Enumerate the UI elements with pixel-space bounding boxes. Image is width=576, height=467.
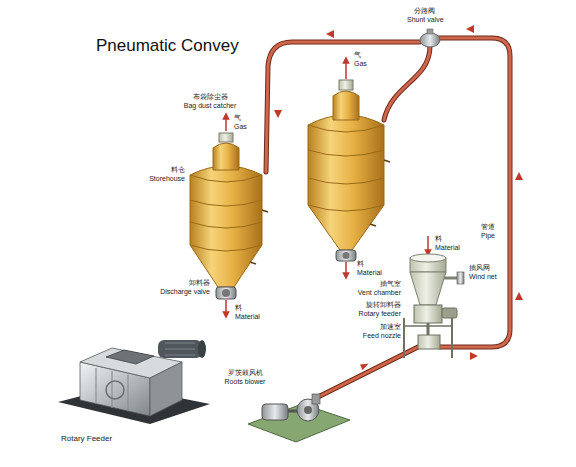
component-label: 卸料器 — [188, 278, 211, 287]
photo-caption: Rotary Feeder — [60, 434, 113, 444]
component-label: Storehouse — [148, 174, 186, 183]
component-label: 料 — [234, 303, 243, 312]
component-label: 旋转卸料器 — [365, 300, 402, 309]
component-label: Gas — [353, 59, 368, 68]
component-label: 料仓 — [170, 165, 186, 174]
component-label: 气 — [353, 50, 362, 59]
component-label: 料 — [356, 259, 365, 268]
component-label: 管道 — [480, 222, 496, 231]
roots-blower — [248, 394, 350, 442]
component-label: Material — [434, 243, 461, 252]
component-label: 分路阀 — [413, 6, 436, 15]
component-label: Rotary feeder — [358, 309, 402, 318]
diagram-title: Pneumatic Convey — [96, 36, 239, 56]
component-label: Discharge valve — [159, 287, 211, 296]
rotary-feeder-photo — [58, 340, 210, 424]
component-label: 料 — [434, 234, 443, 243]
component-label: Bag dust catcher — [183, 101, 238, 110]
pipe — [266, 38, 510, 398]
component-label: Roots blower — [224, 377, 267, 386]
component-label: 气 — [233, 113, 242, 122]
component-label: 抽气室 — [379, 279, 402, 288]
component-label: Material — [356, 268, 383, 277]
component-label: Feed nozzle — [362, 331, 402, 340]
rotary-feeder-assembly — [404, 236, 464, 358]
component-label: Vent chamber — [357, 288, 402, 297]
component-label: 罗茨鼓风机 — [227, 368, 264, 377]
silo — [308, 60, 390, 276]
component-label: Material — [234, 312, 261, 321]
component-label: Pipe — [480, 231, 496, 240]
component-label: Shunt valve — [406, 15, 445, 24]
flow-arrow — [274, 25, 523, 370]
component-label: 加速室 — [379, 322, 402, 331]
component-label: Wind net — [468, 272, 498, 281]
shunt-valve — [420, 29, 440, 47]
component-label: Gas — [233, 122, 248, 131]
component-label: 布袋除尘器 — [192, 92, 229, 101]
component-label: 抽风网 — [468, 263, 491, 272]
